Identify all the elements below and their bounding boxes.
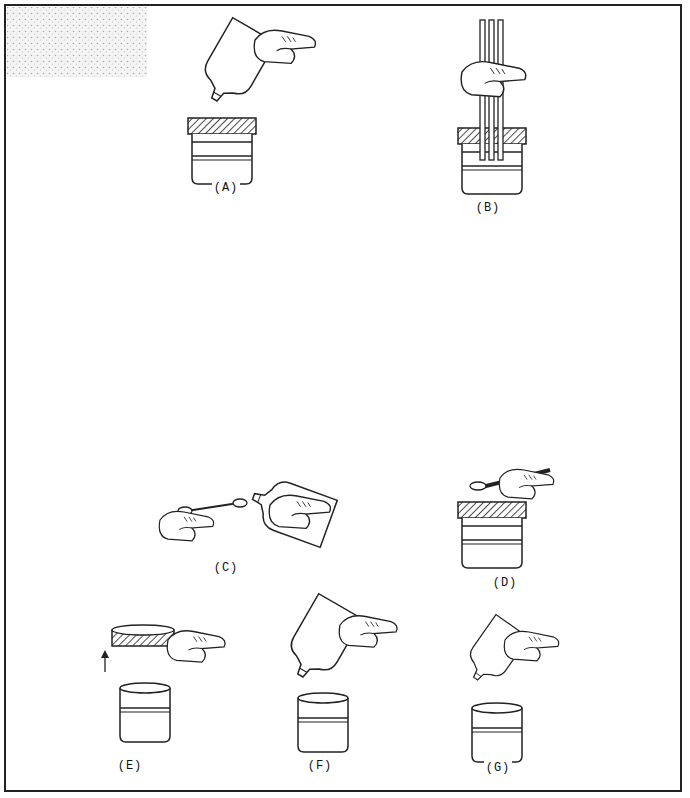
panel-b <box>458 20 526 194</box>
panel-label: (F) <box>306 759 335 773</box>
panel-label: (D) <box>491 576 520 590</box>
panel-label: (E) <box>116 759 145 773</box>
panel-label: (B) <box>474 201 503 215</box>
panel-a <box>188 18 315 184</box>
speckle <box>7 7 147 77</box>
panel-label: (G) <box>484 761 513 775</box>
panel-g <box>459 615 558 762</box>
panel-e <box>101 625 225 742</box>
panel-c <box>159 473 337 547</box>
panel-f <box>279 594 397 752</box>
panel-label: (C) <box>212 561 241 575</box>
frame <box>5 5 681 791</box>
panel-label: (A) <box>212 181 241 195</box>
panel-d <box>458 469 554 568</box>
